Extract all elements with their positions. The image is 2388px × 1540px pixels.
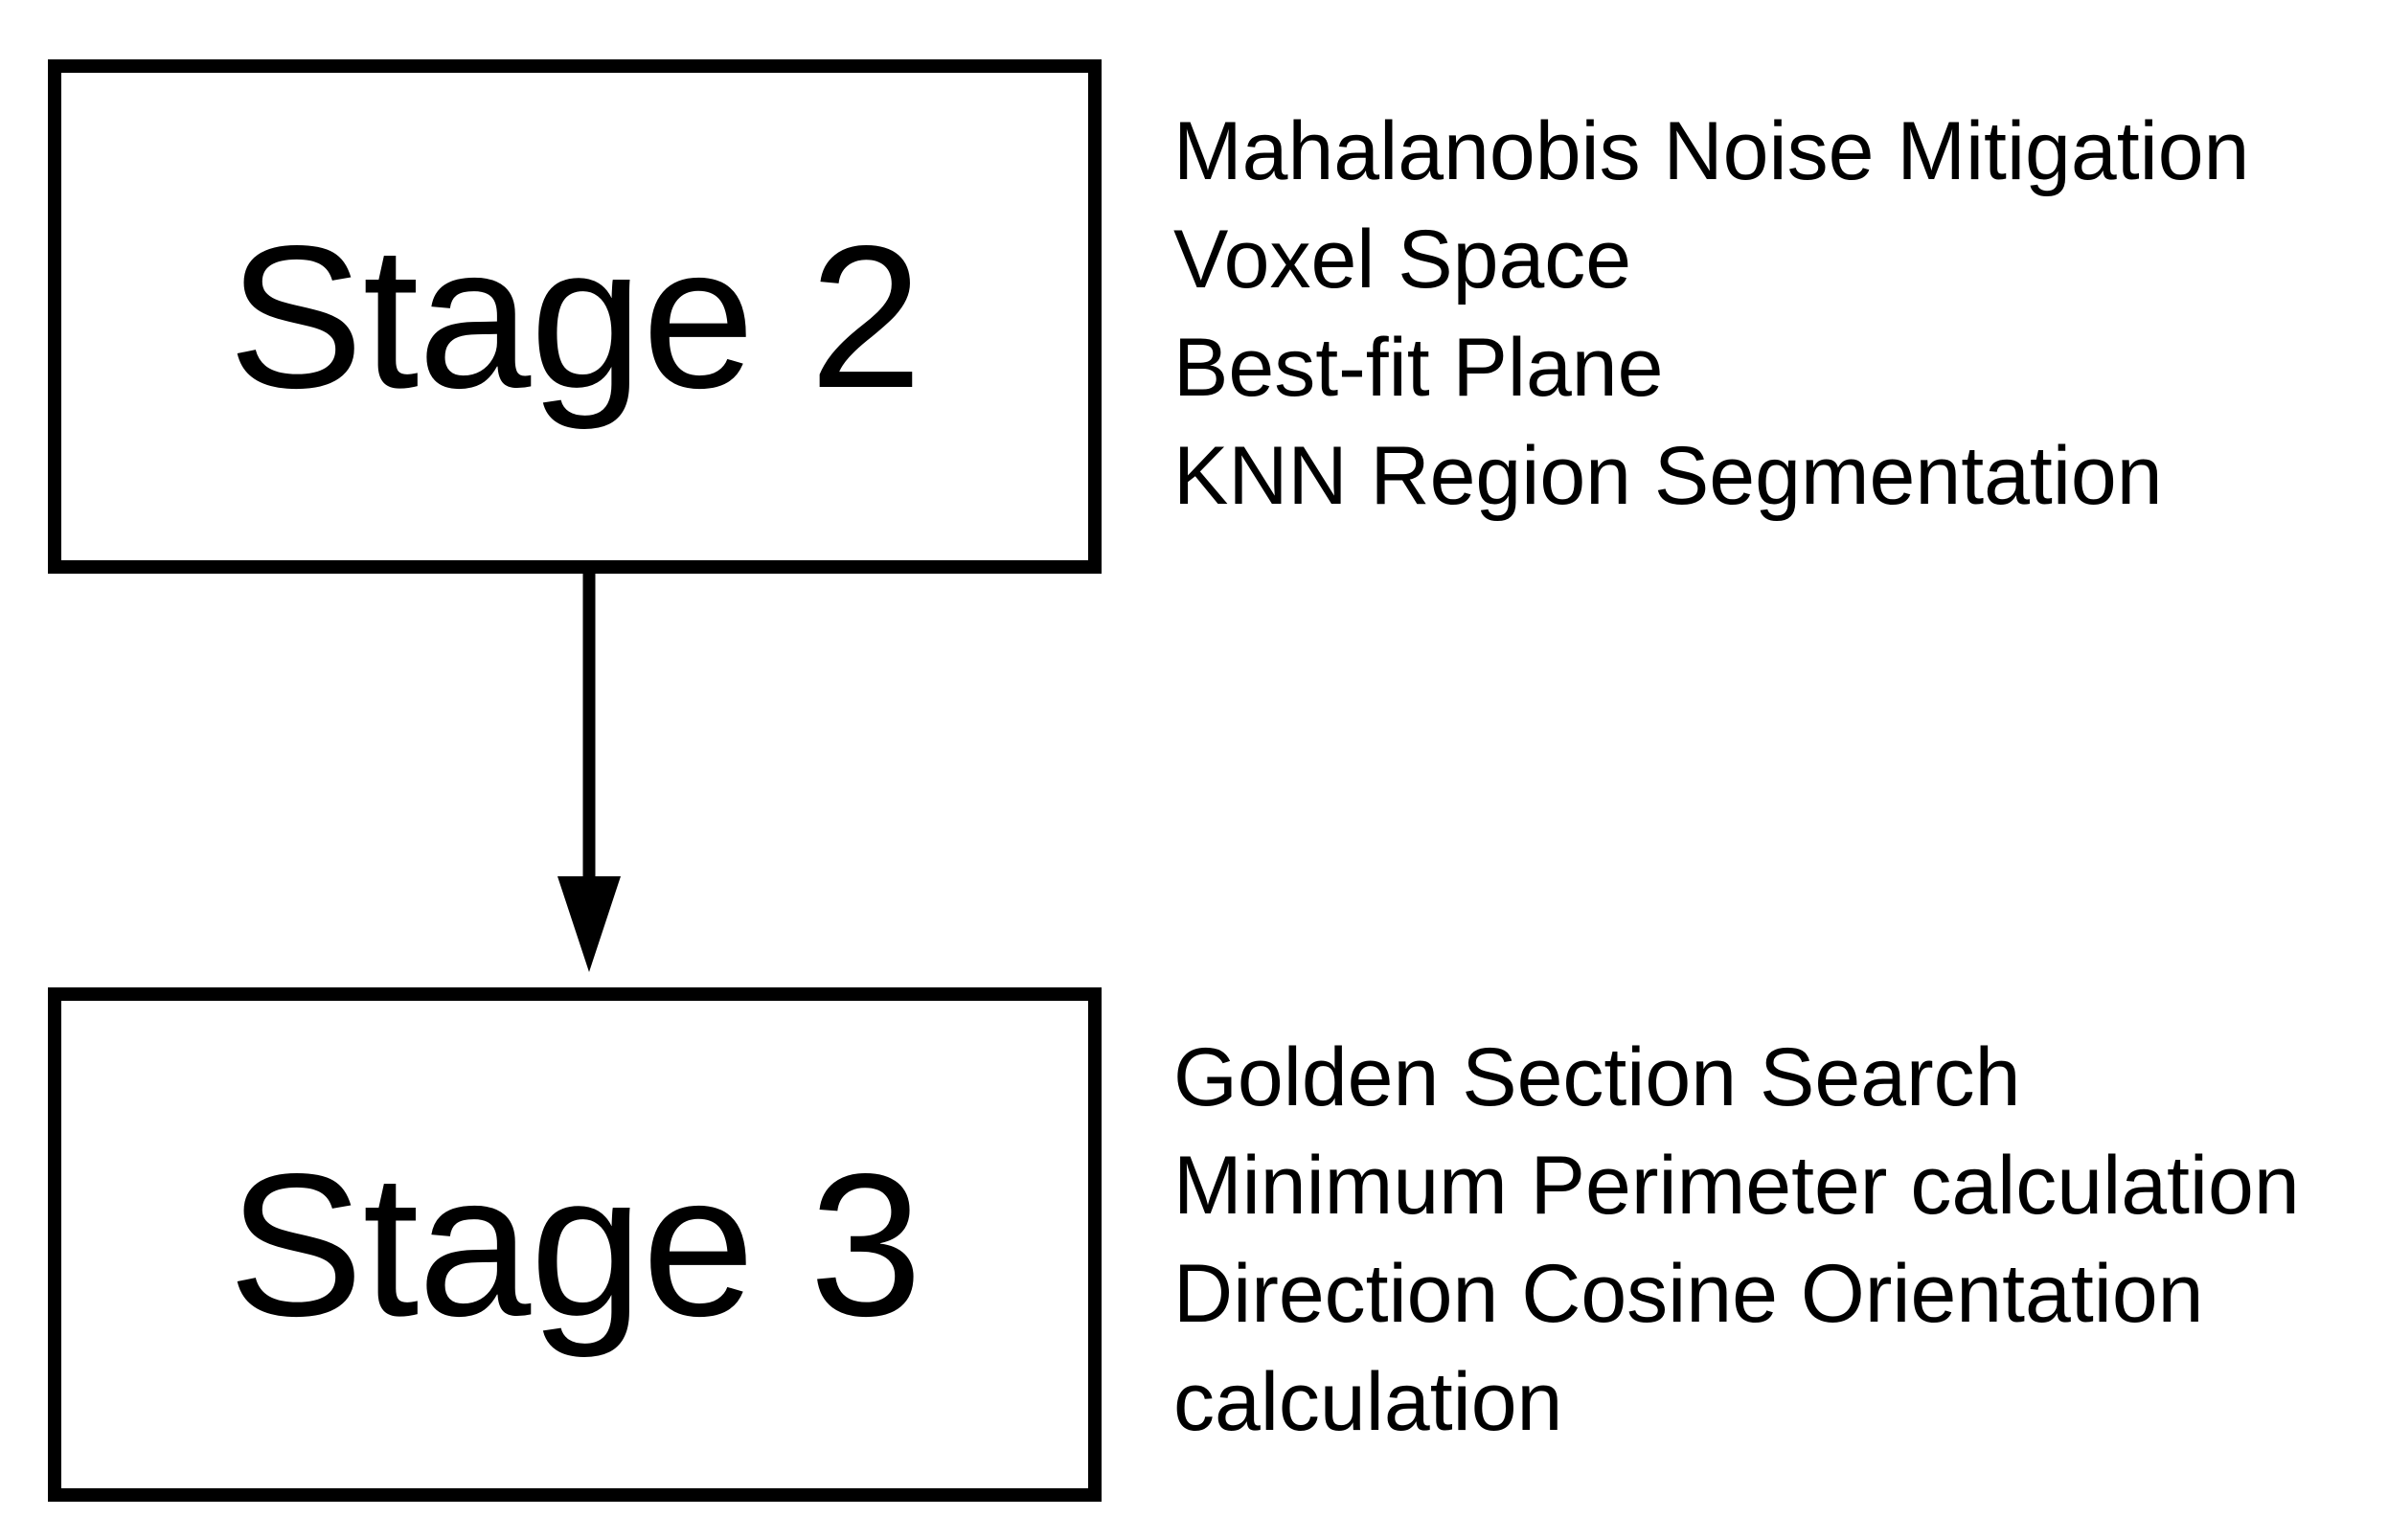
stage-3-step: Minimum Perimeter calculation: [1173, 1140, 2300, 1232]
stage-3-title: Stage 3: [228, 1130, 922, 1358]
stage-2-title: Stage 2: [228, 202, 922, 430]
stage-2-box: Stage 2: [48, 59, 1102, 574]
stage-2-step: Best-fit Plane: [1173, 322, 1664, 414]
stage-2-step-list: Mahalanobis Noise Mitigation Voxel Space…: [1173, 98, 2249, 531]
stage-3-box: Stage 3: [48, 987, 1102, 1502]
arrow-head: [557, 876, 621, 972]
stage-3-step: calculation: [1173, 1356, 1563, 1448]
stage-3-step-list: Golden Section Search Minimum Perimeter …: [1173, 1024, 2300, 1457]
stage-2-step: Voxel Space: [1173, 214, 1632, 306]
stage-3-step: Direction Cosine Orientation: [1173, 1248, 2204, 1340]
stage-2-step: KNN Region Segmentation: [1173, 430, 2163, 522]
stage-3-step: Golden Section Search: [1173, 1031, 2021, 1123]
stage-2-step: Mahalanobis Noise Mitigation: [1173, 105, 2250, 197]
